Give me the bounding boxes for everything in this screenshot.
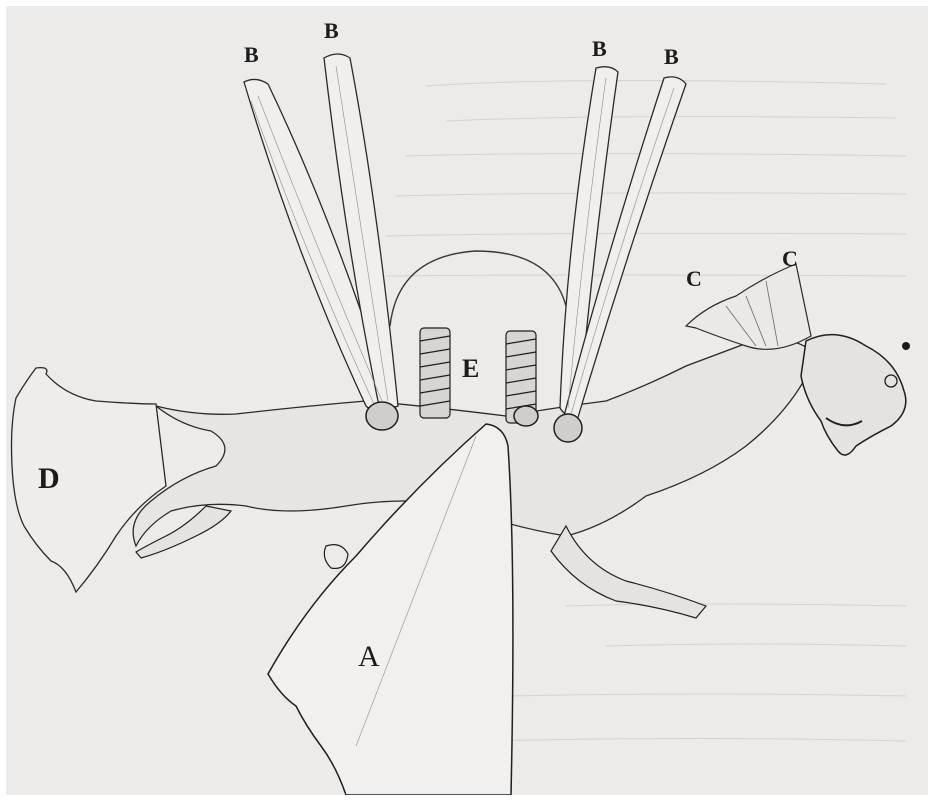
fin-label-c-2: C [782, 248, 798, 270]
dragon-drawing [6, 6, 928, 795]
spring-label-e: E [462, 356, 479, 382]
wing-label-b-4: B [664, 46, 679, 68]
tail-fin [12, 368, 167, 592]
tail-label-d: D [38, 464, 60, 494]
wing-label-b-2: B [324, 20, 339, 42]
fin-label-c-1: C [686, 268, 702, 290]
paper-sheet: B B B B C C D E A [6, 6, 928, 795]
wing-label-b-1: B [244, 44, 259, 66]
dome [390, 251, 566, 326]
dragon-head [801, 335, 906, 455]
wing-label-a: A [358, 642, 380, 672]
wing-label-b-3: B [592, 38, 607, 60]
